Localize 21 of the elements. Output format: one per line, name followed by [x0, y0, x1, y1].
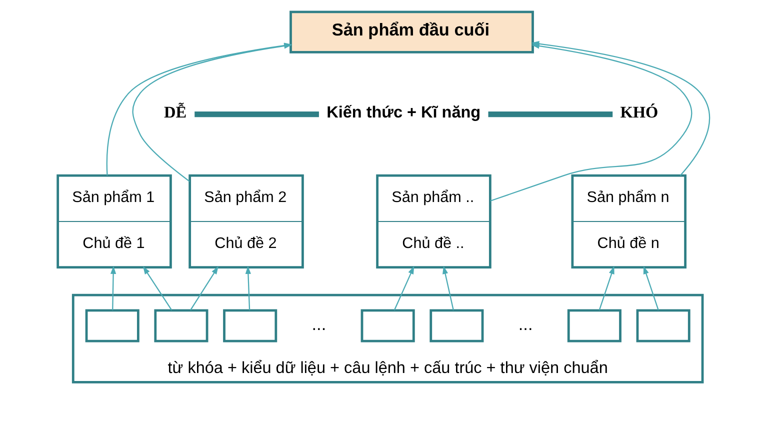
label: DỄ — [164, 103, 187, 122]
node-box — [223, 309, 278, 342]
node-box: Sản phẩm đầu cuối — [290, 10, 534, 54]
label: Kiến thức + Kĩ năng — [326, 103, 481, 122]
arrow — [245, 266, 251, 310]
arrow — [190, 266, 218, 310]
label: KHÓ — [620, 103, 658, 122]
node-box — [567, 309, 622, 342]
node-box — [85, 309, 140, 342]
arrow — [598, 266, 614, 310]
arrow — [142, 266, 172, 310]
arrow — [394, 266, 414, 310]
label: ... — [312, 314, 326, 334]
node-box — [154, 309, 208, 342]
arrow — [442, 266, 454, 310]
arrow — [643, 266, 659, 310]
node-box — [636, 309, 690, 342]
node-box — [360, 309, 415, 342]
label: ... — [518, 314, 533, 334]
arrow — [110, 266, 116, 310]
node-box — [430, 309, 484, 342]
